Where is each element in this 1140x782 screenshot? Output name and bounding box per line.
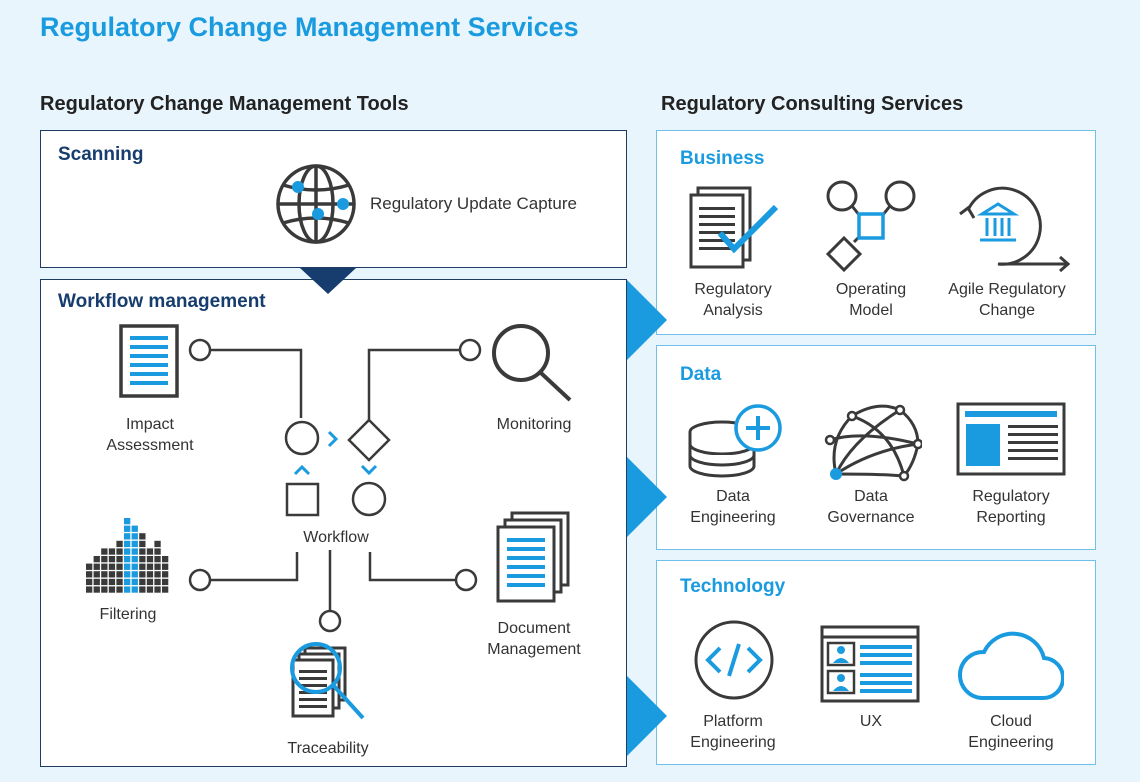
agile-regulatory-change-label: Agile Regulatory Change (948, 281, 1066, 319)
consulting-heading: Regulatory Consulting Services (661, 93, 964, 115)
cloud-icon (958, 631, 1064, 701)
checklist-document-icon (689, 186, 779, 269)
regulatory-analysis-label: Regulatory Analysis (694, 281, 772, 319)
tools-heading: Regulatory Change Management Tools (40, 93, 409, 115)
data-engineering-label: Data Engineering (690, 488, 776, 526)
right-arrow-connector (627, 280, 667, 360)
traceability-search-icon (290, 642, 365, 720)
globe-icon (276, 164, 356, 244)
technology-heading: Technology (680, 576, 786, 597)
ux-layout-icon (820, 625, 920, 703)
workflow-label: Workflow (303, 529, 369, 546)
filter-bars-icon (86, 518, 169, 593)
code-icon (694, 620, 774, 700)
workflow-heading: Workflow management (58, 291, 266, 312)
monitoring-label: Monitoring (496, 416, 572, 433)
impact-assessment-label: Impact Assessment (106, 416, 194, 454)
platform-engineering-label: Platform Engineering (690, 713, 776, 751)
operating-model-label: Operating Model (835, 281, 907, 319)
network-globe-icon (824, 404, 922, 482)
document-management-label: Document Management (487, 620, 581, 658)
ux-label: UX (859, 713, 883, 730)
agile-cycle-icon (959, 186, 1071, 272)
report-page-icon (956, 402, 1066, 476)
right-arrow-connector (627, 676, 667, 756)
traceability-label: Traceability (287, 740, 369, 757)
filtering-label: Filtering (99, 606, 157, 623)
regulatory-reporting-label: Regulatory Reporting (972, 488, 1050, 526)
scanning-panel: Scanning Regulatory Update Capture (40, 130, 627, 268)
data-governance-label: Data Governance (827, 488, 915, 526)
magnifier-icon (492, 324, 572, 402)
scanning-heading: Scanning (58, 144, 144, 165)
document-icon (119, 324, 179, 398)
data-heading: Data (680, 364, 722, 385)
stacked-documents-icon (496, 511, 570, 603)
cloud-engineering-label: Cloud Engineering (968, 713, 1054, 751)
down-arrow-connector (300, 268, 356, 294)
business-heading: Business (680, 148, 765, 169)
regulatory-update-capture-label: Regulatory Update Capture (370, 194, 577, 213)
database-plus-icon (688, 404, 782, 478)
right-arrow-connector (627, 457, 667, 537)
operating-model-icon (825, 180, 916, 273)
page-title: Regulatory Change Management Services (40, 12, 579, 42)
